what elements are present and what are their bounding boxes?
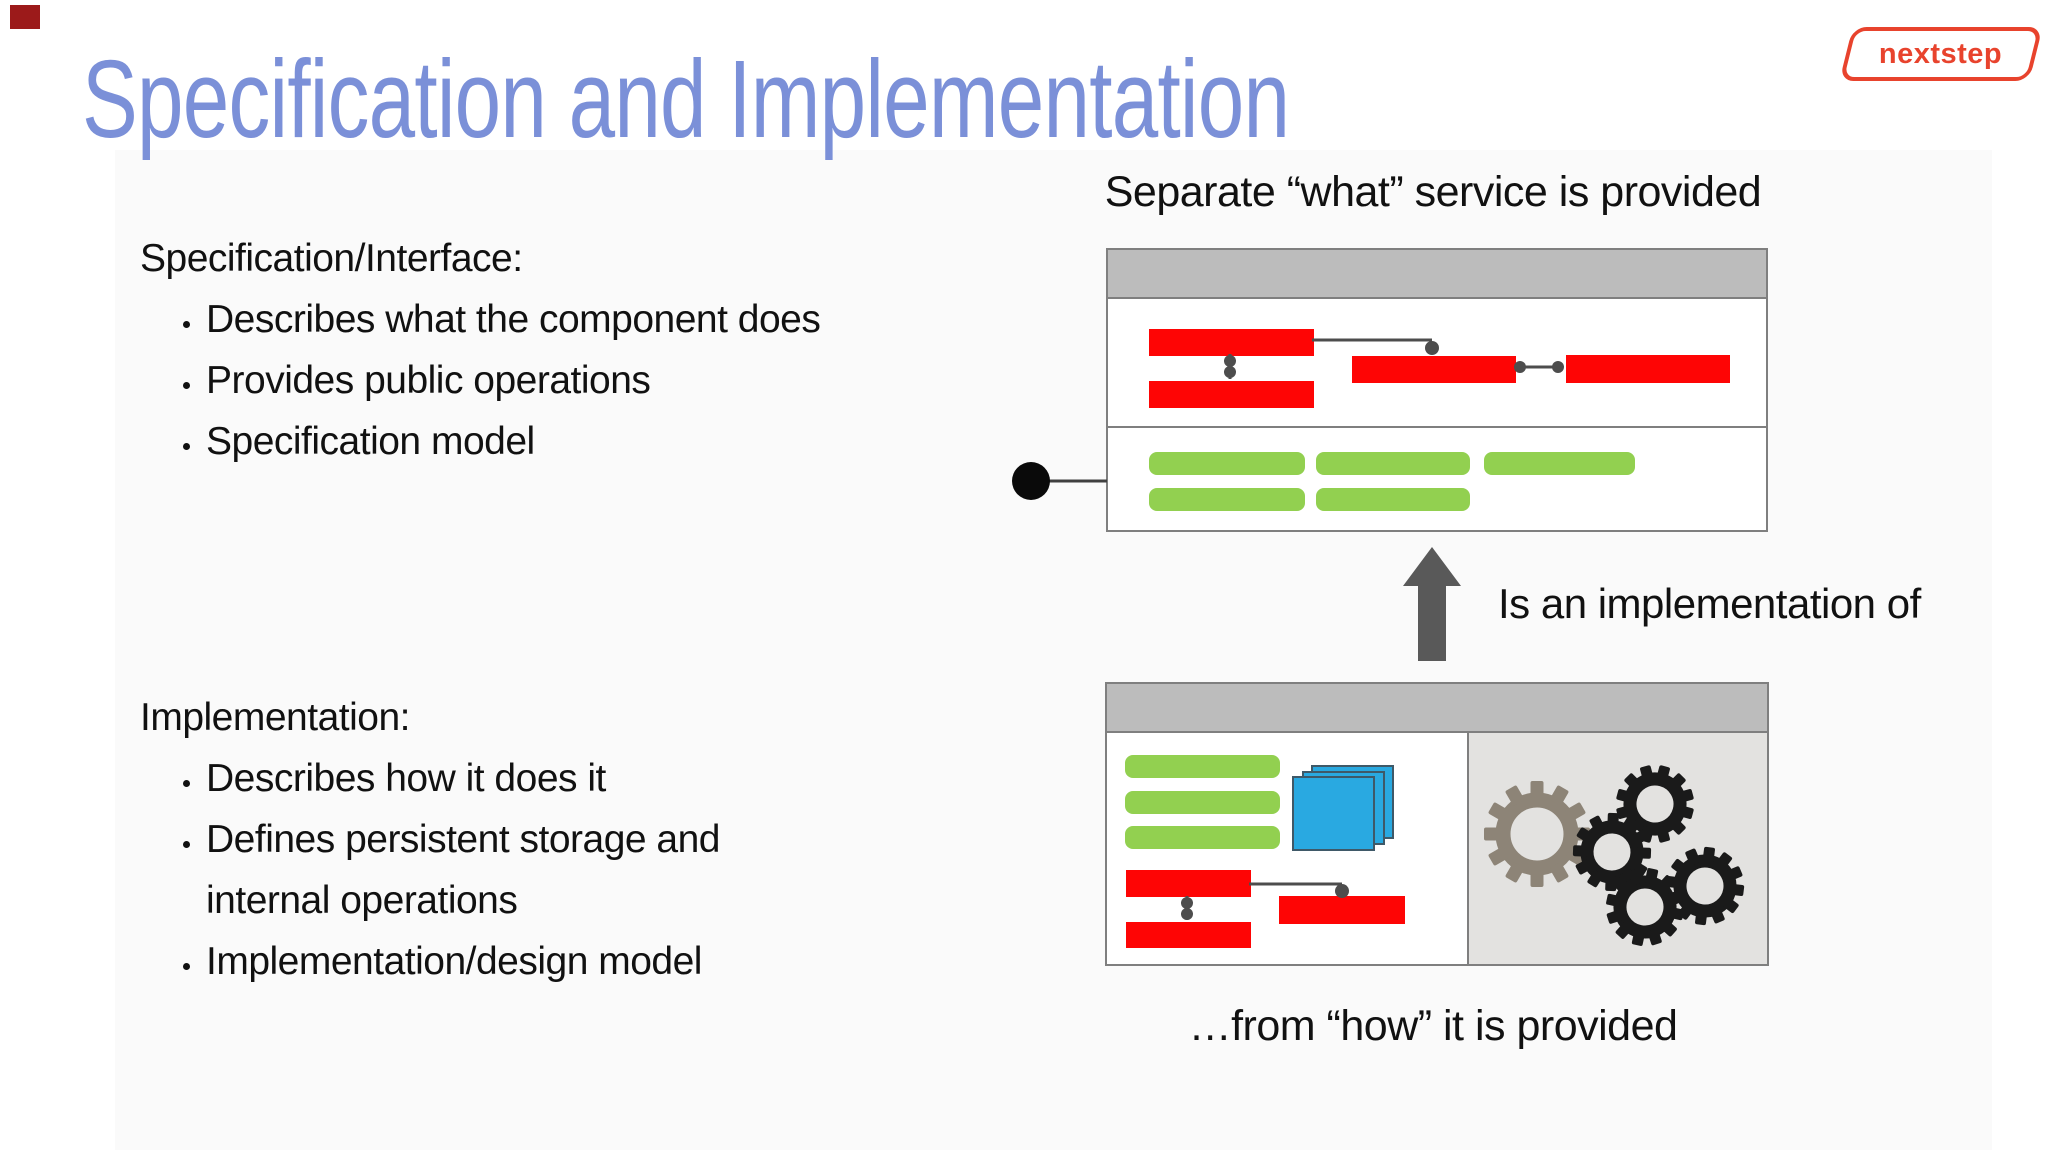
red-bar <box>1566 355 1730 383</box>
implementation-section: Implementation: Describes how it does it… <box>140 687 840 992</box>
green-bar <box>1149 452 1305 475</box>
bullet-item: Describes how it does it <box>204 748 840 809</box>
stacked-window-icon <box>1292 776 1375 851</box>
bullet-item: Defines persistent storage and internal … <box>204 809 840 931</box>
bullet-item: Implementation/design model <box>204 931 840 992</box>
corner-red-marker <box>10 5 40 29</box>
specification-component-box <box>1106 248 1768 532</box>
left-text-column: Specification/Interface: Describes what … <box>140 228 840 992</box>
red-bar <box>1126 870 1251 897</box>
gear-icon <box>1607 756 1703 852</box>
red-bar <box>1149 381 1314 408</box>
nextstep-logo-text: nextstep <box>1879 37 2003 70</box>
green-bar <box>1149 488 1305 511</box>
gears-graphic <box>1471 733 1769 966</box>
what-caption: Separate “what” service is provided <box>1104 168 1762 216</box>
red-bar <box>1149 329 1314 356</box>
specification-bullet-list: Describes what the component does Provid… <box>140 289 840 472</box>
bullet-item: Provides public operations <box>204 350 840 411</box>
how-caption: …from “how” it is provided <box>1188 1002 1678 1050</box>
gear-icon <box>1484 781 1590 887</box>
implementation-component-box <box>1105 682 1769 966</box>
arrow-label: Is an implementation of <box>1498 580 1921 627</box>
specification-heading: Specification/Interface: <box>140 237 523 280</box>
component-header-band <box>1108 250 1766 299</box>
implementation-heading: Implementation: <box>140 696 410 739</box>
page-title: Specification and Implementation <box>82 38 1290 161</box>
green-bar <box>1316 488 1470 511</box>
implementation-bullet-list: Describes how it does it Defines persist… <box>140 748 840 992</box>
gears-panel <box>1467 733 1767 964</box>
bullet-item: Describes what the component does <box>204 289 840 350</box>
nextstep-logo: nextstep <box>1839 27 2043 81</box>
green-bar <box>1484 452 1635 475</box>
green-bar <box>1316 452 1470 475</box>
bullet-item: Specification model <box>204 411 840 472</box>
red-bar <box>1352 356 1516 383</box>
red-bar <box>1279 896 1405 924</box>
specification-section: Specification/Interface: Describes what … <box>140 228 840 472</box>
component-header-band <box>1107 684 1767 733</box>
green-bar <box>1125 791 1280 814</box>
red-bar <box>1126 922 1251 948</box>
green-bar <box>1125 826 1280 849</box>
green-bar <box>1125 755 1280 778</box>
